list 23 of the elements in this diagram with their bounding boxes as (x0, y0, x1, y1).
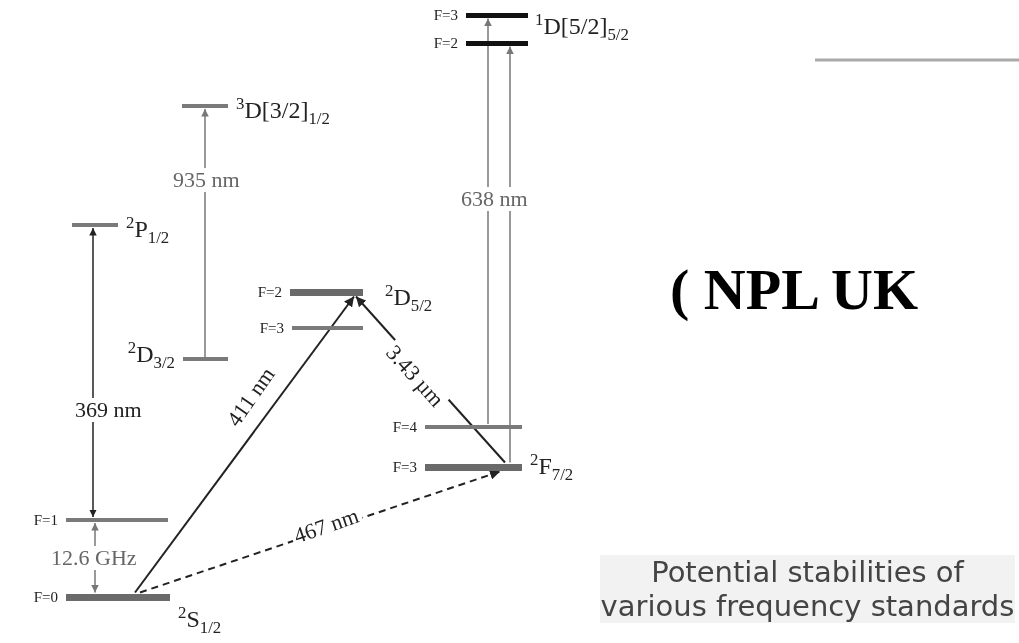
level-label: $^{2}$P$_{1/2}$ (126, 217, 170, 241)
level-label: F=4 (392, 418, 417, 437)
heading-text: ( NPL UK (670, 256, 919, 324)
caption-text: Potential stabilities of various frequency standards (600, 555, 1015, 623)
level-label: F=1 (33, 511, 58, 530)
level-label: F=2 (433, 34, 458, 53)
transition-arrow (506, 45, 514, 464)
term-label: $^{2}$D$_{5/2}$ (385, 283, 433, 311)
level-label: F=3 (433, 6, 458, 25)
level-label: F=3 (259, 319, 284, 338)
term-label: $^{2}$S$_{1/2}$ (178, 605, 222, 633)
level-label: F=2 (257, 283, 282, 302)
level-label: F=0 (33, 588, 58, 607)
term-label: $^{2}$F$_{7/2}$ (530, 452, 574, 480)
edge-label: 935 nm (170, 168, 243, 192)
term-label: $^{1}$D[5/2]$_{5/2}$ (535, 12, 629, 40)
level-label: $^{3}$D[3/2]$_{1/2}$ (236, 98, 330, 122)
transition-arrow (89, 227, 97, 518)
level-label: F=3 (392, 458, 417, 477)
transition-arrow (484, 17, 492, 425)
level-label: $^{2}$D$_{3/2}$ (127, 342, 175, 366)
transition-arrow (134, 295, 355, 594)
transition-arrow (201, 108, 209, 358)
